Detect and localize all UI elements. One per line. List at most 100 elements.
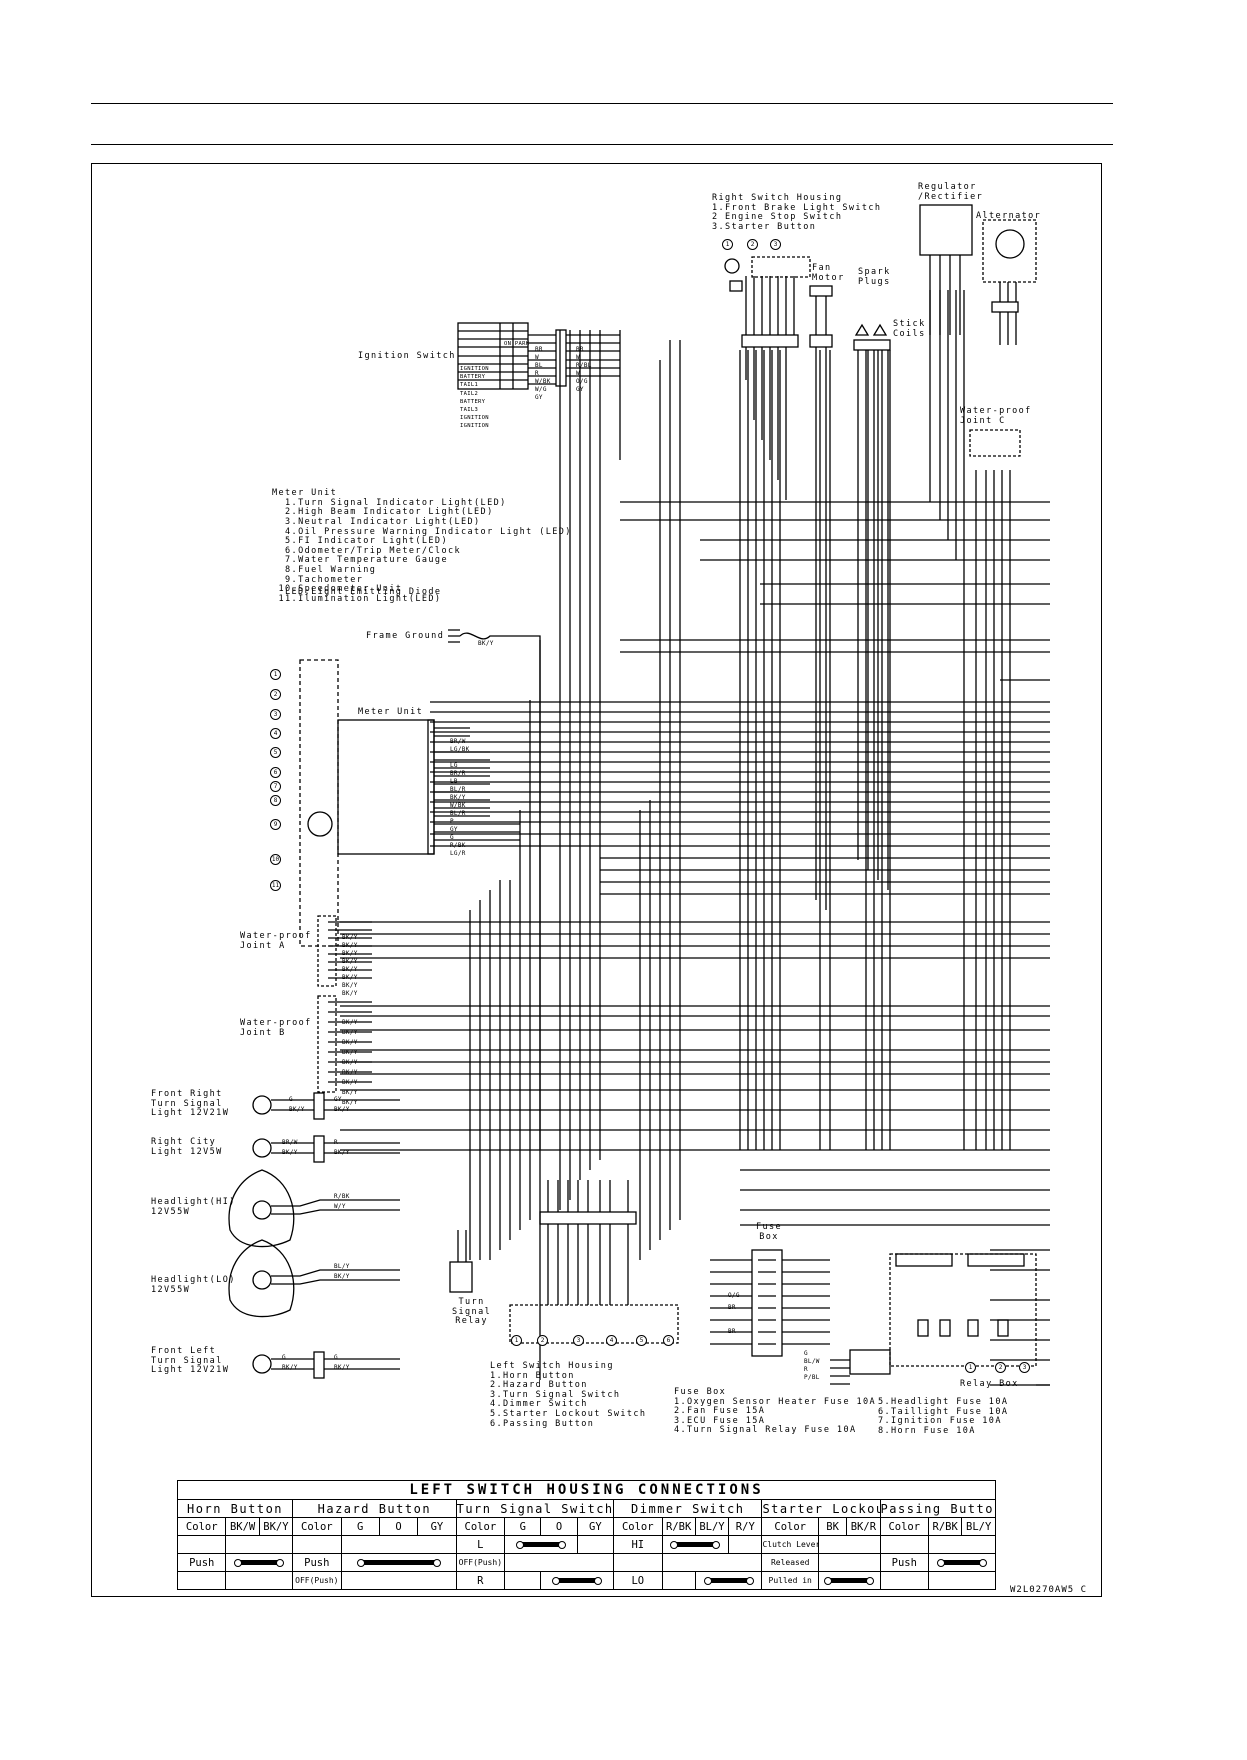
connection-bar bbox=[937, 1559, 987, 1567]
table-cell bbox=[340, 1571, 457, 1590]
index-marker: 1 bbox=[965, 1362, 976, 1373]
index-marker: 7 bbox=[270, 781, 281, 792]
headlight-hi-lamp bbox=[228, 1169, 295, 1248]
relay-box bbox=[889, 1253, 1037, 1367]
table-cell: OFF(Push) bbox=[455, 1553, 506, 1572]
table-cell bbox=[504, 1571, 542, 1590]
table-cell: Color bbox=[879, 1517, 930, 1536]
meter-unit-legend: Meter Unit 1.Turn Signal Indicator Light… bbox=[272, 488, 572, 604]
connection-bar bbox=[234, 1559, 285, 1567]
frame-ground-symbol bbox=[448, 629, 541, 1150]
index-marker: 10 bbox=[270, 854, 281, 865]
index-marker: 5 bbox=[270, 747, 281, 758]
table-cell bbox=[928, 1553, 996, 1572]
index-marker: 1 bbox=[722, 239, 733, 250]
harness-line bbox=[340, 501, 1050, 1386]
diagram-frame bbox=[91, 163, 1102, 1597]
meter-unit-label: Meter Unit bbox=[358, 707, 424, 717]
index-marker: 4 bbox=[270, 728, 281, 739]
table-cell bbox=[504, 1553, 615, 1572]
right-switch-box bbox=[751, 256, 811, 278]
headlight-lo-lamp bbox=[228, 1239, 295, 1318]
table-cell bbox=[879, 1571, 930, 1590]
group-starter: Starter Lockout Switch bbox=[761, 1499, 881, 1518]
table-cell: Color bbox=[292, 1517, 342, 1536]
headlight-hi-label: Headlight(HI)12V55W bbox=[151, 1197, 236, 1217]
table-cell: BK/R bbox=[846, 1517, 881, 1536]
table-cell: Push bbox=[176, 1553, 227, 1572]
trunk-line bbox=[469, 290, 1011, 1380]
table-cell: Push bbox=[879, 1553, 930, 1572]
connection-bar bbox=[670, 1541, 721, 1549]
stick-coil bbox=[854, 323, 888, 336]
table-cell bbox=[928, 1571, 996, 1590]
index-marker: 1 bbox=[511, 1335, 522, 1346]
table-cell: BK bbox=[817, 1517, 848, 1536]
table-cell bbox=[576, 1535, 615, 1554]
table-cell: BL/Y bbox=[961, 1517, 996, 1536]
front-right-turn-bulb bbox=[252, 1095, 272, 1115]
right-city-bulb bbox=[252, 1138, 272, 1158]
table-cell bbox=[504, 1535, 578, 1554]
table-cell: Pulled in bbox=[761, 1571, 819, 1590]
table-cell bbox=[340, 1535, 457, 1554]
table-title: LEFT SWITCH HOUSING CONNECTIONS bbox=[177, 1480, 996, 1500]
table-cell: R bbox=[455, 1571, 506, 1590]
table-cell bbox=[879, 1535, 930, 1554]
index-marker: 8 bbox=[270, 795, 281, 806]
table-cell: GY bbox=[576, 1517, 615, 1536]
table-cell bbox=[694, 1571, 763, 1590]
connection-bar bbox=[703, 1577, 754, 1585]
table-cell: LO bbox=[613, 1571, 663, 1590]
index-marker: 5 bbox=[636, 1335, 647, 1346]
meter-unit-box bbox=[299, 659, 339, 947]
table-cell bbox=[176, 1535, 227, 1554]
waterproof-joint-b bbox=[317, 995, 337, 1093]
index-marker: 11 bbox=[270, 880, 281, 891]
table-cell: Color bbox=[176, 1517, 227, 1536]
front-left-turn-bulb bbox=[252, 1354, 272, 1374]
table-cell: Color bbox=[761, 1517, 819, 1536]
fan-motor-box bbox=[809, 285, 833, 297]
table-cell: R/Y bbox=[728, 1517, 763, 1536]
regulator-label: Regulator/Rectifier bbox=[918, 182, 984, 202]
index-marker: 1 bbox=[270, 669, 281, 680]
table-cell: G bbox=[504, 1517, 542, 1536]
connection-bar bbox=[356, 1559, 441, 1567]
table-cell bbox=[613, 1553, 663, 1572]
relay-box-label: Relay Box bbox=[960, 1379, 1019, 1389]
index-marker: 6 bbox=[663, 1335, 674, 1346]
table-cell bbox=[340, 1553, 457, 1572]
diagram-code: W2L0270AW5 C bbox=[1010, 1585, 1088, 1595]
table-cell: BK/Y bbox=[258, 1517, 294, 1536]
index-marker: 2 bbox=[747, 239, 758, 250]
alternator-label: Alternator bbox=[976, 211, 1042, 221]
waterproof-joint-a bbox=[317, 915, 337, 987]
connection-bar bbox=[824, 1577, 875, 1585]
frame-ground-wire-code: BK/Y bbox=[478, 640, 494, 647]
table-cell bbox=[225, 1535, 294, 1554]
group-turn: Turn Signal Switch bbox=[455, 1499, 615, 1518]
table-cell: Released bbox=[761, 1553, 819, 1572]
table-cell bbox=[817, 1553, 881, 1572]
